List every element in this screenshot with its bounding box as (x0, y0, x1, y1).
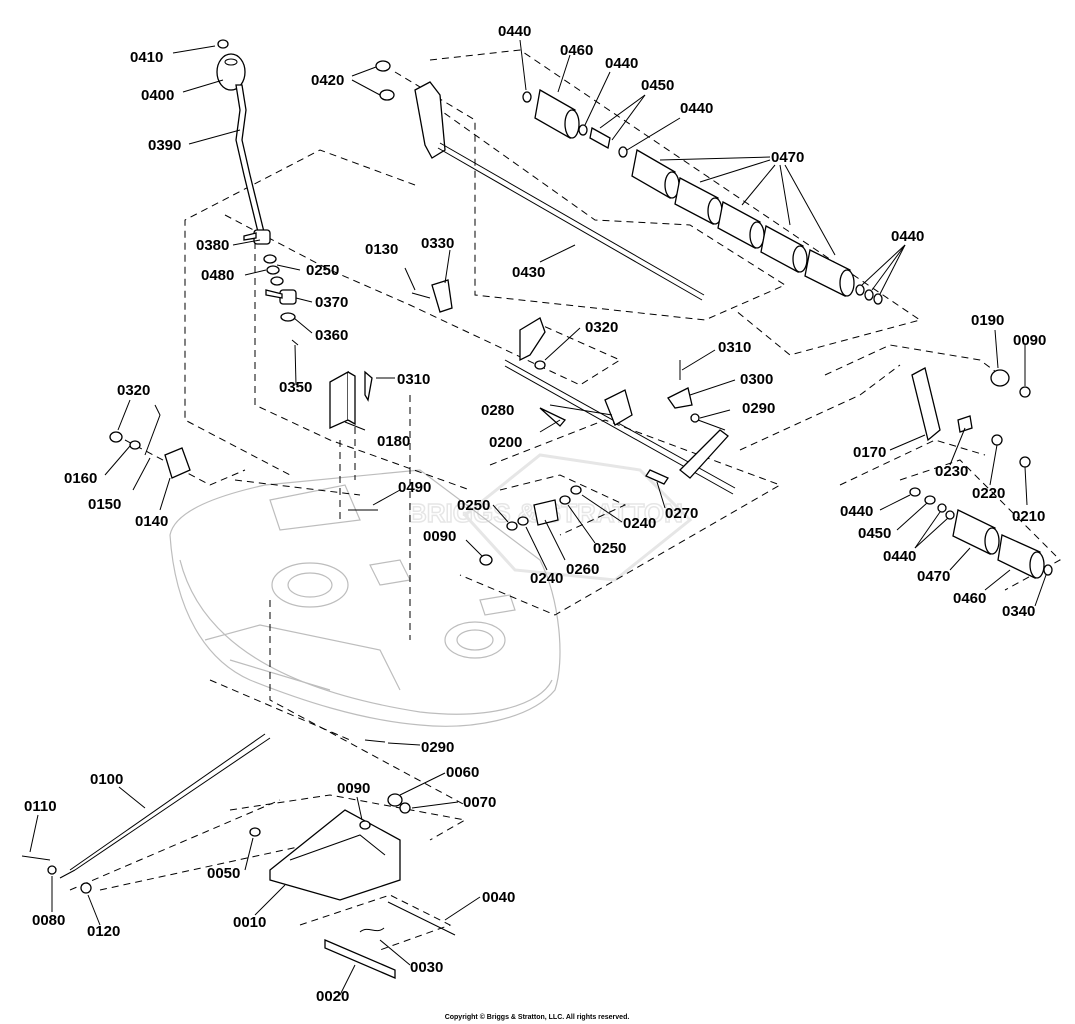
callout-0010: 0010 (233, 914, 266, 931)
callout-0430: 0430 (512, 264, 545, 281)
callout-0410: 0410 (130, 49, 163, 66)
callout-0440: 0440 (883, 548, 916, 565)
callout-0470: 0470 (771, 149, 804, 166)
callout-0370: 0370 (315, 294, 348, 311)
rollers-top (522, 88, 883, 305)
callout-0400: 0400 (141, 87, 174, 104)
callout-0470: 0470 (917, 568, 950, 585)
callout-0340: 0340 (1002, 603, 1035, 620)
cap-part (217, 39, 229, 49)
callout-0040: 0040 (482, 889, 515, 906)
callout-0170: 0170 (853, 444, 886, 461)
callout-0150: 0150 (88, 496, 121, 513)
callout-0280: 0280 (481, 402, 514, 419)
shift-lever (216, 39, 299, 346)
rod-assembly (375, 60, 705, 301)
lift-assembly (47, 733, 411, 979)
callout-0110: 0110 (24, 798, 57, 815)
callout-labels: 0410 0400 0390 0420 0440 0460 0440 0450 … (24, 23, 1046, 1005)
callout-0230: 0230 (935, 463, 968, 480)
callout-0090: 0090 (1013, 332, 1046, 349)
callout-0390: 0390 (148, 137, 181, 154)
callout-0480: 0480 (201, 267, 234, 284)
callout-0250: 0250 (457, 497, 490, 514)
callout-0440: 0440 (605, 55, 638, 72)
callout-0320: 0320 (585, 319, 618, 336)
knob-part (216, 53, 246, 91)
callout-0130: 0130 (365, 241, 398, 258)
callout-0140: 0140 (135, 513, 168, 530)
callout-0020: 0020 (316, 988, 349, 1005)
callout-0270: 0270 (665, 505, 698, 522)
callout-0160: 0160 (64, 470, 97, 487)
callout-0310: 0310 (397, 371, 430, 388)
bracket-0180 (329, 370, 373, 430)
callout-0190: 0190 (971, 312, 1004, 329)
copyright-notice: Copyright © Briggs & Stratton, LLC. All … (445, 1013, 630, 1021)
callout-0080: 0080 (32, 912, 65, 929)
shaft-assembly (411, 279, 736, 495)
callout-0200: 0200 (489, 434, 522, 451)
callout-0100: 0100 (90, 771, 123, 788)
callout-0440: 0440 (891, 228, 924, 245)
callout-0330: 0330 (421, 235, 454, 252)
callout-0210: 0210 (1012, 508, 1045, 525)
callout-0090: 0090 (337, 780, 370, 797)
callout-0310: 0310 (718, 339, 751, 356)
callout-0120: 0120 (87, 923, 120, 940)
callout-0240: 0240 (623, 515, 656, 532)
callout-0440: 0440 (498, 23, 531, 40)
right-bracket (909, 367, 1053, 579)
lever-0140 (109, 404, 191, 479)
callout-0300: 0300 (740, 371, 773, 388)
callout-0090: 0090 (423, 528, 456, 545)
callout-0290: 0290 (421, 739, 454, 756)
callout-0450: 0450 (858, 525, 891, 542)
callout-0260: 0260 (566, 561, 599, 578)
callout-0250: 0250 (593, 540, 626, 557)
callout-0490: 0490 (398, 479, 431, 496)
callout-0220: 0220 (972, 485, 1005, 502)
callout-0060: 0060 (446, 764, 479, 781)
callout-0350: 0350 (279, 379, 312, 396)
callout-0440: 0440 (840, 503, 873, 520)
callout-0440: 0440 (680, 100, 713, 117)
bushing-group (479, 485, 582, 566)
callout-0240: 0240 (530, 570, 563, 587)
assembly-guides (69, 49, 1061, 951)
callout-0460: 0460 (560, 42, 593, 59)
callout-0030: 0030 (410, 959, 443, 976)
callout-0320: 0320 (117, 382, 150, 399)
callout-0050: 0050 (207, 865, 240, 882)
callout-0380: 0380 (196, 237, 229, 254)
callout-0180: 0180 (377, 433, 410, 450)
callout-0070: 0070 (463, 794, 496, 811)
callout-0450: 0450 (641, 77, 674, 94)
bolts (21, 509, 456, 936)
callout-0360: 0360 (315, 327, 348, 344)
callout-0250: 0250 (306, 262, 339, 279)
callout-0420: 0420 (311, 72, 344, 89)
leader-lines (29, 39, 1047, 996)
callout-0460: 0460 (953, 590, 986, 607)
callout-0290: 0290 (742, 400, 775, 417)
